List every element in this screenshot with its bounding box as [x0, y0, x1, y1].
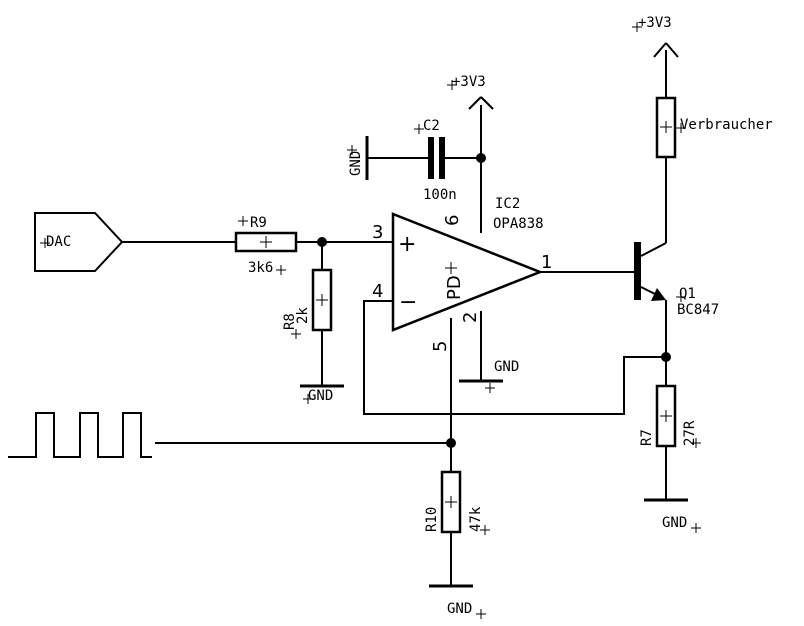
supply-label-load: +3V3 [638, 15, 672, 31]
q1-value: BC847 [677, 302, 719, 318]
resistor-r7: R7 27R [639, 384, 701, 448]
gnd-label: GND [447, 601, 472, 617]
dac-port: DAC [34, 212, 124, 272]
r9-value: 3k6 [248, 260, 273, 276]
gnd-r8: GND [300, 384, 344, 404]
gnd-r7: GND [644, 498, 701, 533]
q1-name: Q1 [679, 286, 696, 302]
q1-base-bar [634, 242, 641, 300]
gnd-label: GND [494, 359, 519, 375]
gnd-label: GND [308, 388, 333, 404]
ic2-value: OPA838 [493, 216, 544, 232]
opamp-plus-sign: + [398, 232, 416, 257]
gnd-label: GND [348, 151, 364, 176]
c2-plate [439, 137, 445, 179]
gnd-label: GND [662, 515, 687, 531]
c2-value: 100n [423, 187, 457, 203]
r10-value: 47k [468, 506, 484, 532]
square-wave-signal [8, 412, 152, 458]
ic2-name: IC2 [495, 196, 520, 212]
pin-6: 6 [442, 215, 463, 226]
supply-load: +3V3 [632, 15, 679, 58]
pin-1: 1 [541, 252, 552, 273]
gnd-opamp: GND [459, 359, 519, 393]
q1-collector [640, 242, 667, 257]
resistor-r10: R10 47k [424, 470, 490, 535]
c2-name: C2 [423, 118, 440, 134]
wire-feedback [363, 300, 666, 415]
opamp-minus-sign: − [399, 290, 417, 315]
pin-3: 3 [372, 222, 383, 243]
gnd-c2: GND [347, 136, 369, 180]
supply-arrow [665, 42, 679, 58]
q1-emitter [640, 286, 656, 295]
r9-name: R9 [250, 215, 267, 231]
pin-2: 2 [460, 312, 481, 323]
dac-port-shape [34, 212, 124, 272]
c2-plate [428, 137, 434, 179]
supply-opamp: +3V3 [447, 74, 494, 110]
r10-name: R10 [424, 507, 440, 532]
q1-emitter-arrow [651, 288, 666, 301]
r8-value: 2k [295, 307, 311, 324]
supply-arrow [653, 42, 667, 58]
load-name: Verbraucher [680, 117, 773, 133]
pin-4: 4 [372, 281, 383, 302]
dac-label: DAC [46, 234, 71, 250]
opamp-body [391, 212, 544, 332]
supply-label-opamp: +3V3 [452, 74, 486, 90]
resistor-r9: R9 3k6 [234, 215, 298, 276]
supply-arrow [468, 96, 482, 110]
r8-name: R8 [282, 313, 298, 330]
r7-name: R7 [639, 429, 655, 446]
r7-value: 27R [682, 420, 698, 446]
opamp-ic2: + − 3 4 1 6 2 5 PD IC2 OPA838 [372, 196, 552, 352]
resistor-r8: R8 2k [282, 268, 333, 339]
pd-label: PD [444, 275, 465, 300]
gnd-r10: GND [429, 584, 486, 619]
supply-arrow [480, 96, 494, 110]
transistor-q1: Q1 BC847 [634, 242, 719, 318]
pin-5: 5 [430, 341, 451, 352]
capacitor-c2: C2 100n [367, 118, 481, 203]
load-verbraucher: Verbraucher [655, 96, 773, 159]
